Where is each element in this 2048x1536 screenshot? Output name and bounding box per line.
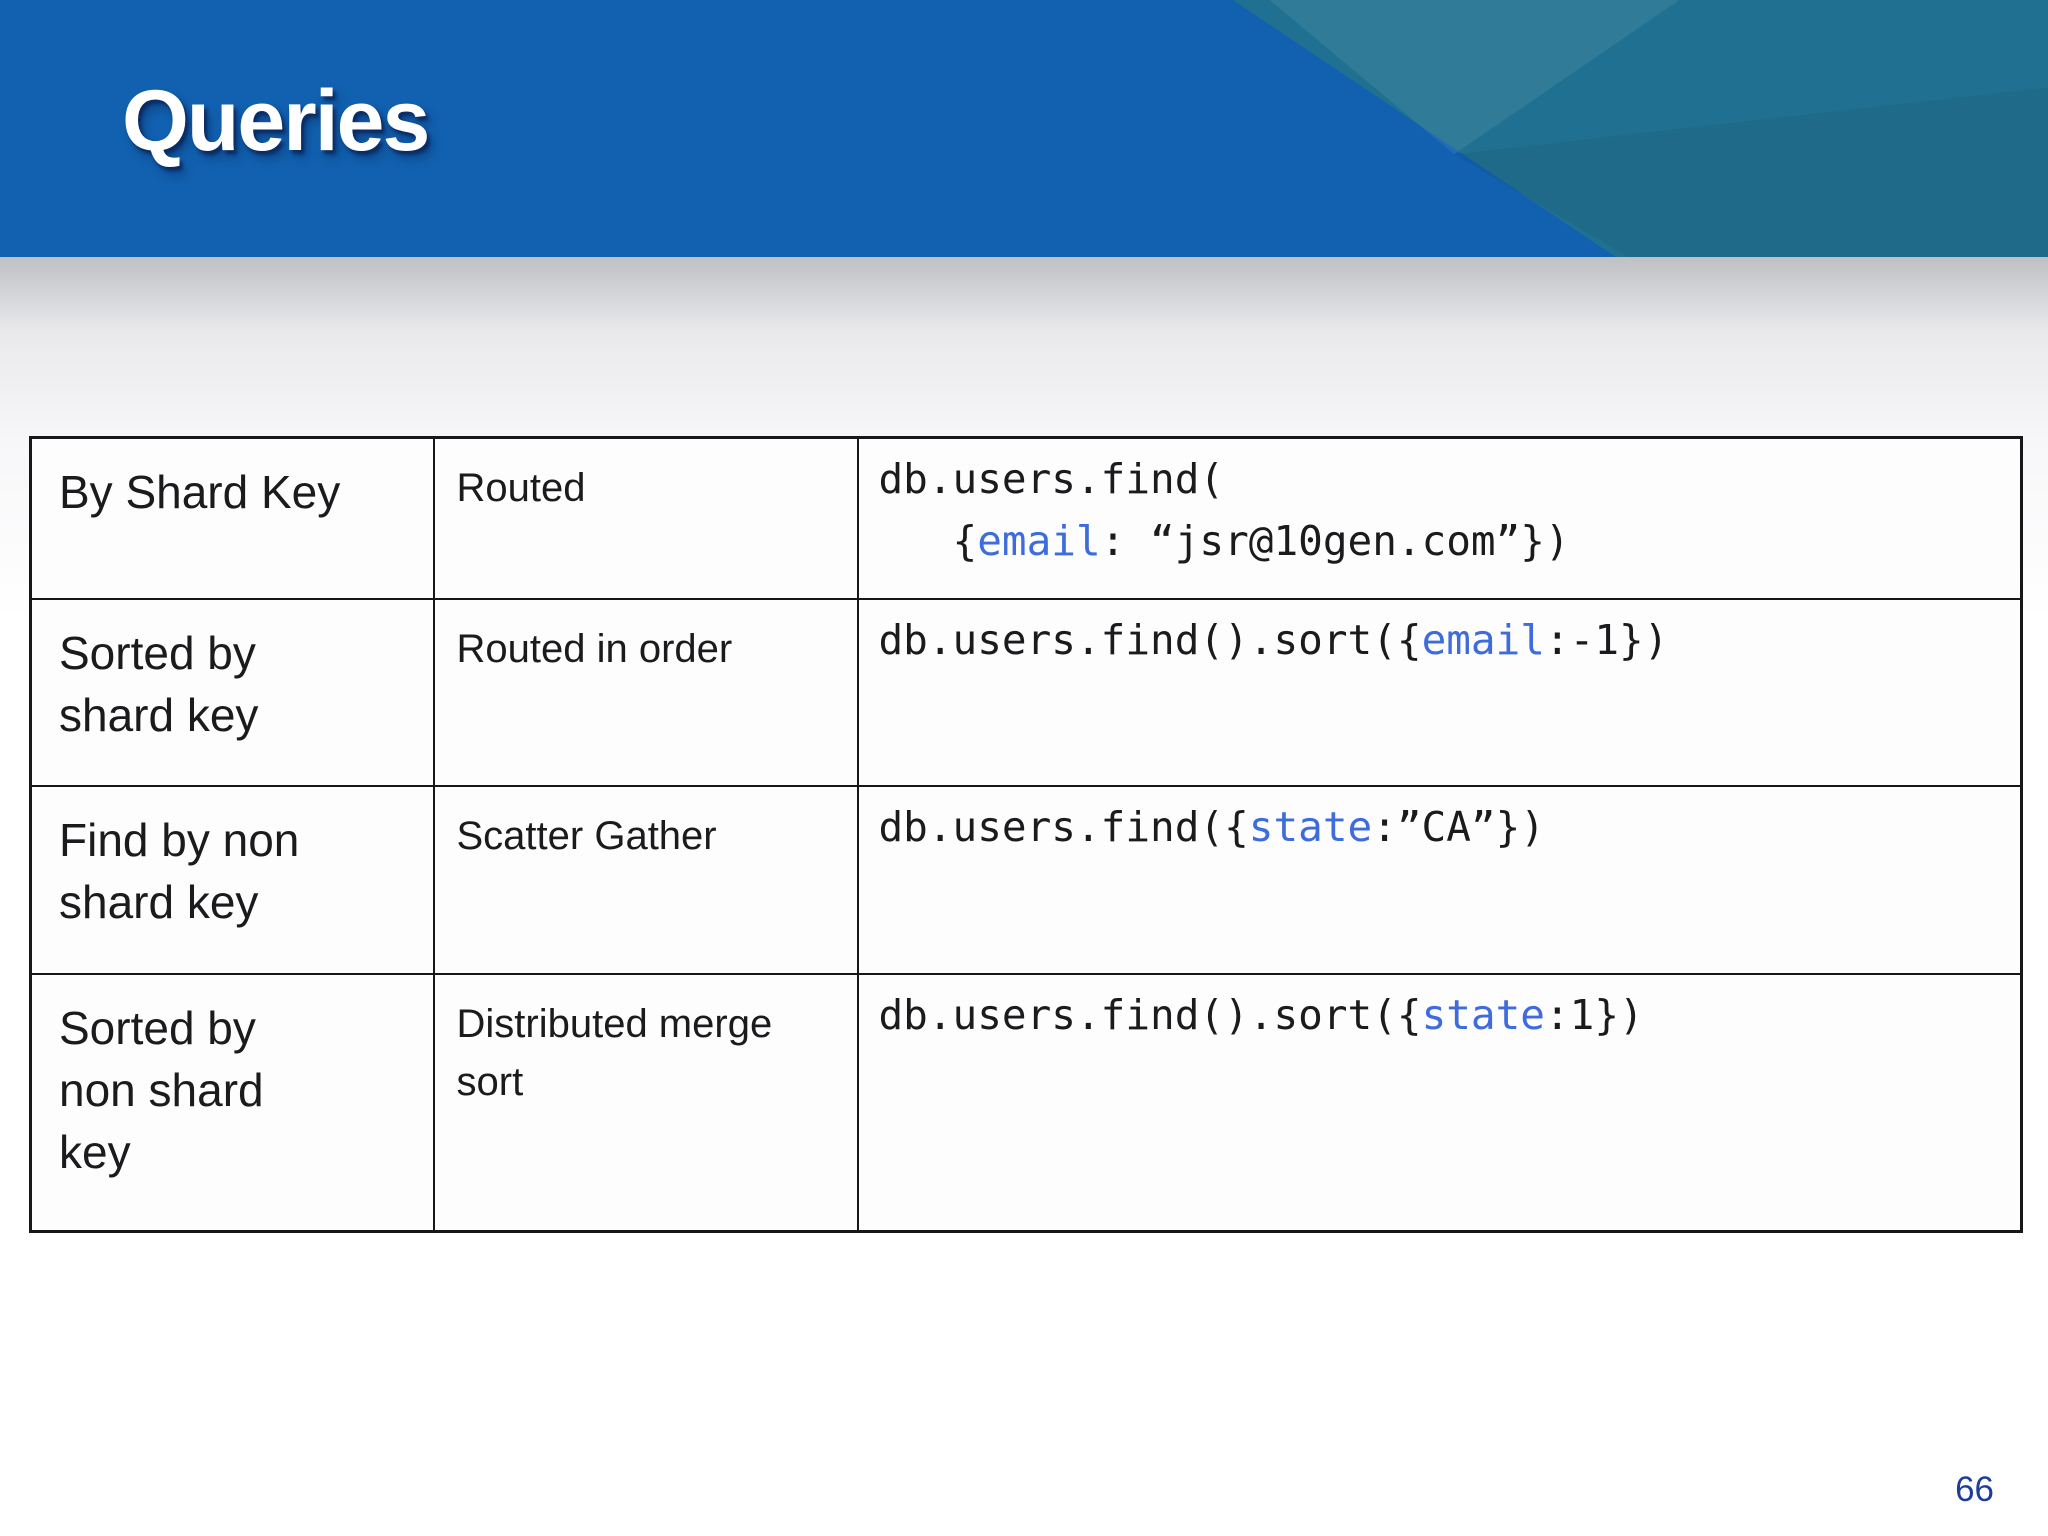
code-text: db.users.find({ bbox=[878, 802, 1249, 851]
code-text: { bbox=[878, 517, 978, 565]
code-key-state: state bbox=[1248, 802, 1373, 851]
routing-behavior-cell: Distributed merge sort bbox=[432, 972, 859, 1233]
code-cell: db.users.find().sort({email:-1}) bbox=[856, 597, 2023, 787]
table-row: Sorted by non shard key Distributed merg… bbox=[29, 972, 2023, 1233]
page-number: 66 bbox=[1955, 1470, 1994, 1509]
table-row: Find by non shard key Scatter Gather db.… bbox=[29, 784, 2023, 975]
code-key-email: email bbox=[977, 517, 1101, 565]
routing-behavior-cell: Routed in order bbox=[432, 597, 859, 787]
code-key-email: email bbox=[1421, 615, 1545, 664]
code-text: :”CA”}) bbox=[1372, 802, 1545, 851]
code-key-state: state bbox=[1421, 990, 1545, 1039]
code-cell: db.users.find( {email: “jsr@10gen.com”}) bbox=[856, 436, 2023, 600]
code-text: :-1}) bbox=[1544, 615, 1669, 664]
queries-table: By Shard Key Routed db.users.find( {emai… bbox=[29, 436, 2023, 1233]
code-cell: db.users.find().sort({state:1}) bbox=[856, 972, 2023, 1233]
slide-title: Queries bbox=[122, 73, 430, 169]
table-row: By Shard Key Routed db.users.find( {emai… bbox=[29, 436, 2023, 600]
table-row: Sorted by shard key Routed in order db.u… bbox=[29, 597, 2023, 787]
routing-behavior-cell: Routed bbox=[432, 436, 859, 600]
code-text: :1}) bbox=[1544, 990, 1644, 1039]
code-snippet: db.users.find().sort({state:1}) bbox=[879, 984, 2005, 1046]
query-type-cell: Sorted by shard key bbox=[29, 597, 435, 787]
query-type-cell: By Shard Key bbox=[29, 436, 435, 600]
routing-behavior-cell: Scatter Gather bbox=[432, 784, 859, 975]
code-snippet: db.users.find({state:”CA”}) bbox=[879, 796, 2005, 858]
code-text: db.users.find().sort({ bbox=[878, 615, 1422, 664]
query-type-cell: Sorted by non shard key bbox=[29, 972, 435, 1233]
code-text: : “jsr@10gen.com”}) bbox=[1100, 517, 1570, 565]
code-snippet: db.users.find( {email: “jsr@10gen.com”}) bbox=[879, 448, 2005, 572]
title-banner: Queries bbox=[0, 0, 2048, 257]
code-snippet: db.users.find().sort({email:-1}) bbox=[879, 609, 2005, 671]
code-cell: db.users.find({state:”CA”}) bbox=[856, 784, 2023, 975]
query-type-cell: Find by non shard key bbox=[29, 784, 435, 975]
code-text: db.users.find( bbox=[878, 455, 1225, 503]
code-text: db.users.find().sort({ bbox=[878, 990, 1422, 1039]
